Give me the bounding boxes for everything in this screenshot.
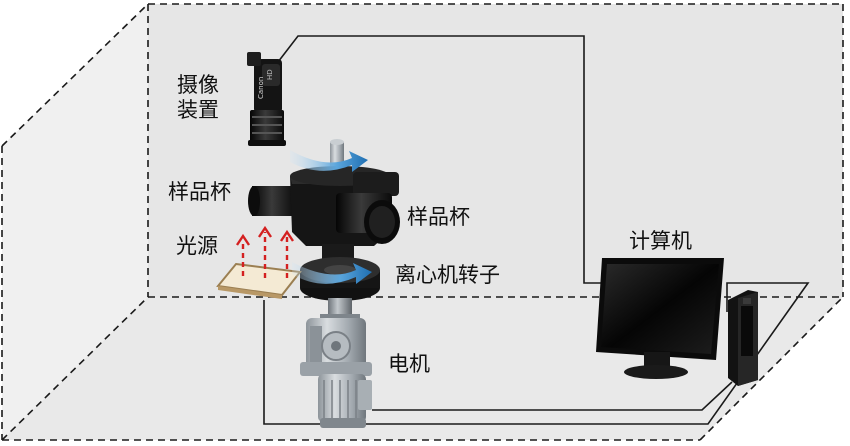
light-rays xyxy=(241,232,289,278)
motor-cable xyxy=(372,381,733,411)
camera-label-line2: 装置 xyxy=(177,98,219,123)
sample-cup-right-label: 样品杯 xyxy=(407,205,470,229)
camera-cable xyxy=(277,35,606,284)
light-source-label: 光源 xyxy=(176,234,218,258)
light-ray-arrowhead-2 xyxy=(258,225,272,238)
light-ray-arrowhead-3 xyxy=(280,229,294,242)
enclosure-left-wall xyxy=(2,4,148,440)
motor-label: 电机 xyxy=(388,352,430,376)
computer-tower xyxy=(728,290,758,386)
rotor-label: 离心机转子 xyxy=(395,263,500,287)
computer-label: 计算机 xyxy=(629,229,692,253)
enclosure-back-wall xyxy=(148,4,843,297)
computer-monitor xyxy=(596,258,724,379)
sample-cup-left-label: 样品杯 xyxy=(168,180,231,204)
sample-cup-right xyxy=(336,193,400,244)
camera-label-line1: 摄像 xyxy=(177,73,219,97)
camera-label: 摄像 装置 xyxy=(177,73,219,123)
light-ray-arrowhead-1 xyxy=(236,233,250,246)
camera-hd-badge: HD xyxy=(266,69,274,80)
camera xyxy=(247,52,286,146)
rotation-arrow-bottom xyxy=(292,262,372,284)
light-source xyxy=(216,262,302,299)
rotation-arrow-top xyxy=(290,150,368,172)
sample-cup-left xyxy=(248,186,296,216)
motor xyxy=(300,318,372,428)
camera-brand-mark: Canon xyxy=(257,76,265,99)
